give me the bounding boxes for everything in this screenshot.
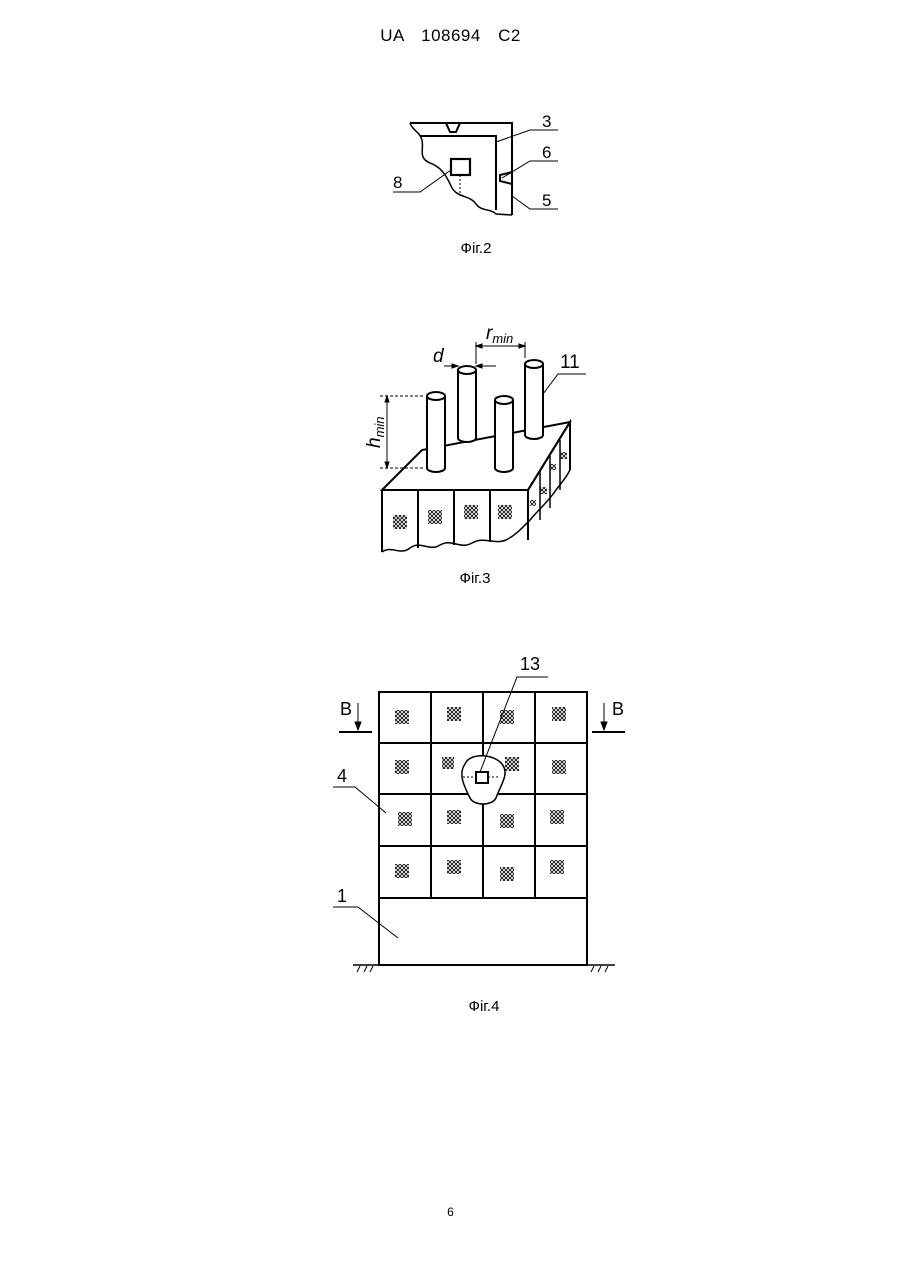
- fig2-label-3: 3: [542, 112, 551, 131]
- fig2-caption: Фіг.2: [376, 240, 576, 257]
- figure-4-drawing: 13 4 1 B B: [325, 645, 625, 980]
- fig3-pin-2: [458, 370, 476, 442]
- fig4-label-4: 4: [337, 766, 347, 786]
- fig2-inner-edge: [420, 136, 496, 210]
- fig2-label-6: 6: [542, 143, 551, 162]
- header-kind: C2: [498, 26, 521, 45]
- fig2-leader-3: [496, 130, 558, 142]
- fig4-label-13: 13: [520, 654, 540, 674]
- header-number: 108694: [421, 26, 481, 45]
- figure-2-drawing: 3 6 5 8: [380, 105, 580, 225]
- fig2-label-8: 8: [393, 173, 402, 192]
- page-number: 6: [0, 1205, 901, 1219]
- fig2-element-8: [451, 159, 470, 175]
- fig3-label-11: 11: [560, 352, 580, 373]
- fig4-base-1: [379, 898, 587, 965]
- fig4-label-b-right: B: [612, 699, 624, 719]
- fig3-pin-4: [525, 364, 543, 439]
- fig2-side-notch: [500, 172, 512, 184]
- fig2-top-notch: [446, 123, 460, 132]
- fig3-pin-3: [495, 400, 513, 472]
- fig2-label-5: 5: [542, 191, 551, 210]
- fig3-label-rmin: rmin: [486, 323, 513, 346]
- fig4-label-b-left: B: [340, 699, 352, 719]
- fig4-label-1: 1: [337, 886, 347, 906]
- figure-3-drawing: d rmin hmin 11: [350, 315, 600, 560]
- fig3-label-d: d: [433, 346, 445, 367]
- header-country: UA: [380, 26, 404, 45]
- fig4-leader-1: [333, 907, 398, 938]
- fig4-caption: Фіг.4: [384, 998, 584, 1015]
- patent-header: UA 108694 C2: [0, 26, 901, 46]
- fig3-caption: Фіг.3: [375, 570, 575, 587]
- fig3-pin-1: [427, 396, 445, 472]
- fig2-leader-6: [502, 161, 558, 178]
- fig3-label-hmin: hmin: [364, 416, 387, 448]
